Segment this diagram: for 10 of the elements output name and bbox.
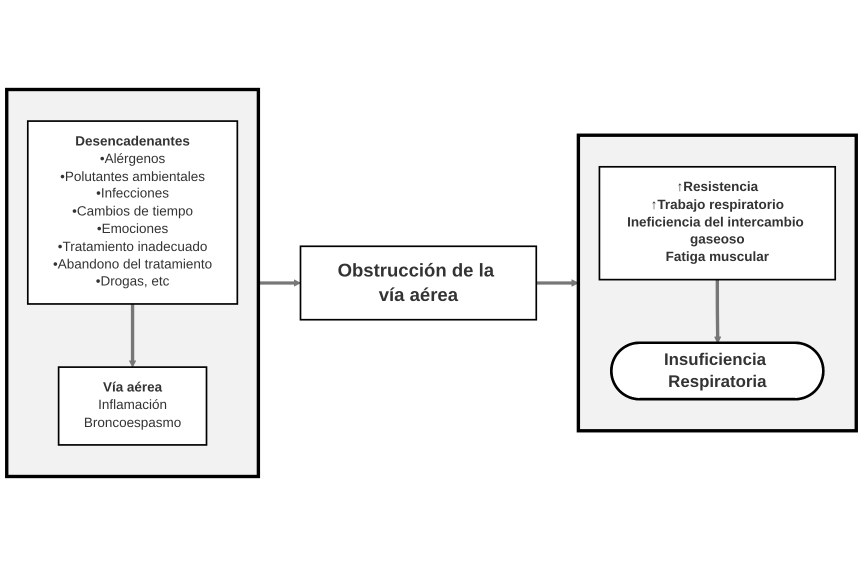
arrow bbox=[714, 280, 722, 344]
cluster bbox=[5, 88, 260, 478]
node-box: Desencadenantes •Alérgenos •Polutantes ambientales •Infecciones •Cambios de tiempo •Emociones •Tratamiento inadecuado •Abandono del tratamiento •Drogas, etc bbox=[26, 120, 238, 305]
cluster bbox=[576, 134, 858, 432]
arrow bbox=[258, 279, 301, 287]
node-box: Vía aérea Inflamación Broncoespasmo bbox=[58, 366, 208, 446]
node-box: ↑Resistencia ↑Trabajo respiratorio Ineficiencia del intercambio gaseoso Fatiga muscular bbox=[598, 166, 836, 280]
arrow bbox=[128, 304, 136, 368]
arrow bbox=[536, 279, 579, 287]
node-box: Obstrucción de la vía aérea bbox=[300, 245, 538, 321]
